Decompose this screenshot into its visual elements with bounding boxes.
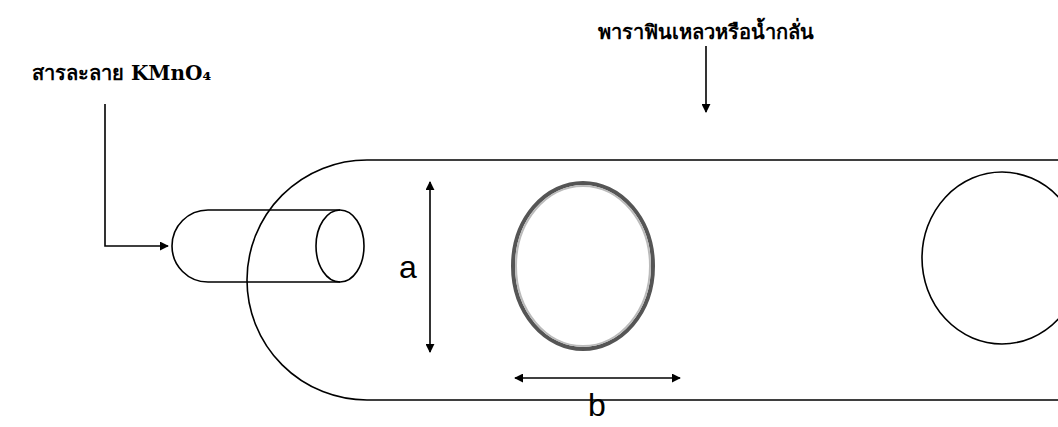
small-tube-end [316, 210, 364, 282]
ellipse-shape [513, 183, 653, 349]
small-tube [172, 210, 340, 282]
dimension-arrow [429, 182, 431, 352]
liquid-label: พาราฟินเหลวหรือน้ำกลั่น [598, 21, 814, 44]
tube-end [922, 172, 1058, 344]
dimension-label: a [399, 249, 417, 286]
dimension-arrow [515, 377, 680, 379]
leader-line [105, 104, 168, 246]
ellipse-shade [516, 186, 650, 346]
large-tube [247, 160, 1058, 400]
dimension-label: b [588, 387, 606, 424]
leader-line [705, 46, 707, 112]
solution-label: สารละลาย KMnO₄ [32, 62, 211, 85]
